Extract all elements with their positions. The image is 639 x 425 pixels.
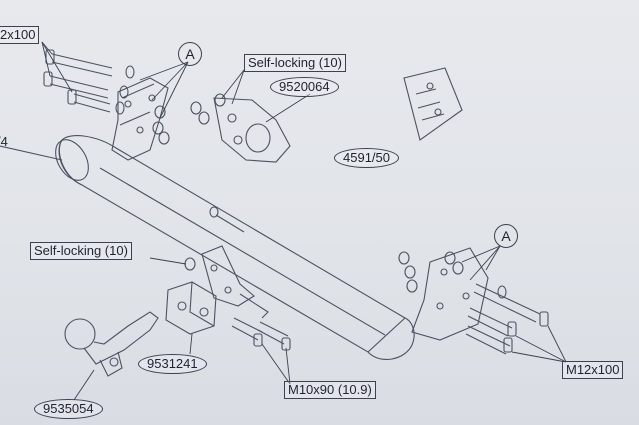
leader-lines [41,41,567,401]
crossbar-tube [0,135,415,361]
socket-kit [403,67,463,141]
callout-bolt-m10: M10x90 (10.9) [284,381,376,399]
bolt-set-top-left [43,49,135,115]
callout-bolt-m12-bottom: M12x100 [562,361,624,379]
callout-self-locking-top: Self-locking (10) [244,54,346,72]
callout-self-locking-left: Self-locking (10) [30,242,132,260]
callout-bar-number: /4 [0,134,8,149]
nuts-left-bracket [152,101,210,145]
bolt-set-m10 [231,293,291,351]
flange-plate [213,93,291,163]
centre-plate [184,206,255,307]
callout-part-9535054: 9535054 [34,399,103,419]
callout-part-4591-50: 4591/50 [334,148,399,168]
right-bracket [411,247,489,341]
tow-ball [64,311,159,377]
callout-part-9520064: 9520064 [270,77,339,97]
callout-circle-a-right: A [494,224,518,248]
callout-part-9531241: 9531241 [138,354,207,374]
ball-mount-block [165,281,217,335]
nuts-right-bracket [398,251,464,293]
left-bracket [111,77,169,161]
bolt-set-m12-right [465,283,549,355]
callout-circle-a-top: A [178,42,202,66]
callout-bolt-m12-top: 2x100 [0,26,40,44]
